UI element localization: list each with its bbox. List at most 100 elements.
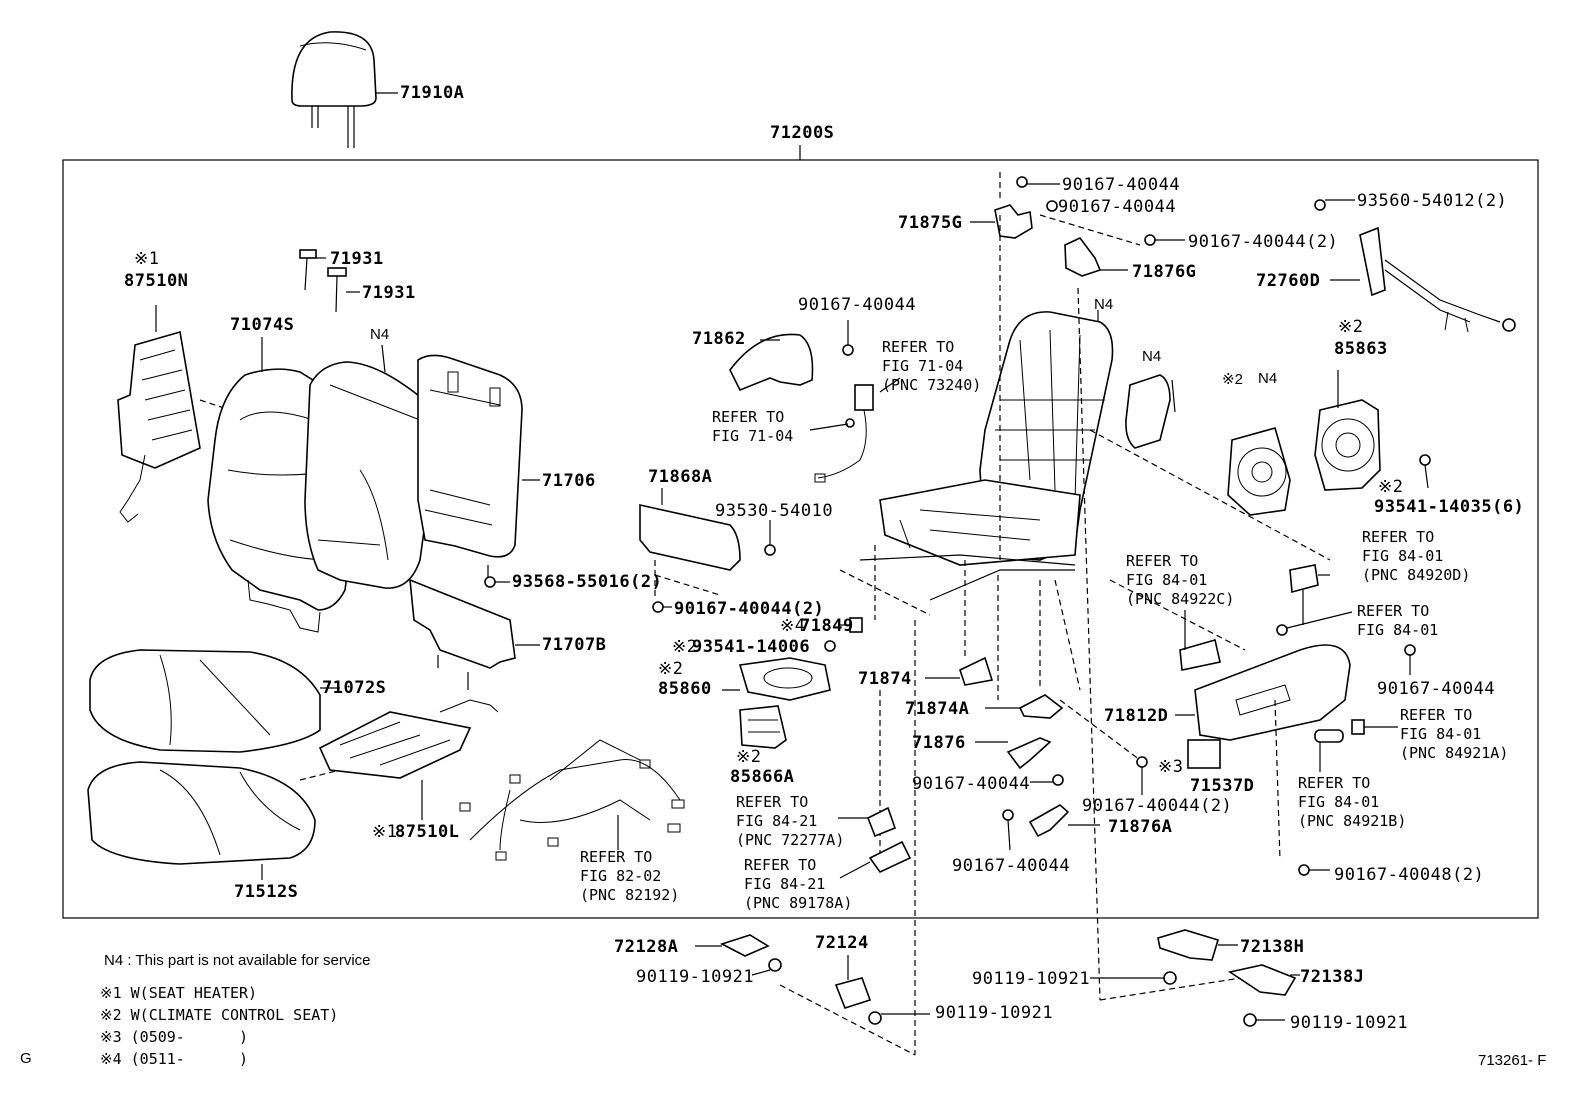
cover-72138J-part	[1227, 964, 1300, 996]
label-87510L: 87510L	[395, 822, 460, 842]
label-71876A: 71876A	[1108, 817, 1173, 837]
legend-note-3: ※3 (0509- )	[100, 1028, 249, 1046]
bolt-84-01-part	[1276, 624, 1288, 636]
ref-84920D: REFER TO FIG 84-01 (PNC 84920D)	[1362, 528, 1471, 584]
connector-89178A-part	[839, 840, 912, 879]
ref-72277A: REFER TO FIG 84-21 (PNC 72277A)	[736, 793, 845, 849]
ref-84921A: REFER TO FIG 84-01 (PNC 84921A)	[1400, 706, 1509, 762]
switch-84921A-part	[1351, 719, 1398, 735]
label-bolt-72128A: 90119-10921	[636, 967, 755, 987]
seat-back-pad-part	[304, 344, 438, 589]
label-71876: 71876	[912, 733, 966, 753]
label-72124: 72124	[815, 933, 869, 953]
label-71537D: 71537D	[1190, 776, 1255, 796]
dash-top-bolts-2	[1039, 214, 1141, 246]
cushion-pad-part	[87, 761, 316, 880]
label-71874: 71874	[858, 669, 912, 689]
ref-84-01: REFER TO FIG 84-01	[1357, 602, 1439, 639]
legend-note-4: ※4 (0511- )	[100, 1050, 249, 1068]
back-board-part	[409, 565, 540, 690]
cover-72124-part	[834, 955, 930, 1025]
label-93560-54012: 93560-54012(2)	[1357, 191, 1508, 211]
label-71812D: 71812D	[1104, 706, 1169, 726]
switch-84920D-part	[1289, 564, 1330, 625]
dash-frame-right3	[1059, 699, 1141, 761]
label-bolt-top-2: 90167-40044	[1058, 197, 1177, 217]
cover-71876A-part	[1002, 804, 1100, 851]
label-bolt-72138J: 90119-10921	[1290, 1013, 1409, 1033]
dash-frame-bottom	[779, 984, 916, 1056]
label-85863: 85863	[1334, 339, 1388, 359]
label-bolt-71876: 90167-40044	[912, 774, 1031, 794]
bolt-top-1	[1016, 176, 1028, 188]
label-72128A: 72128A	[614, 937, 679, 957]
label-bolt-bottom-right: 90167-40048(2)	[1334, 865, 1485, 885]
figure-code: 713261- F	[1478, 1052, 1547, 1069]
label-71072S: 71072S	[322, 678, 387, 698]
ref-belt-upper: REFER TO FIG 71-04 (PNC 73240)	[882, 338, 982, 394]
shield-71812D-part	[1175, 644, 1351, 741]
label-71874A: 71874A	[905, 699, 970, 719]
cover-72138H-part	[1157, 929, 1238, 961]
cushion-cover-part	[89, 649, 340, 753]
blower-n4-part	[1227, 427, 1291, 516]
corner-letter: G	[20, 1050, 32, 1067]
label-85866A-mark: ※2	[736, 747, 762, 767]
legend-note-2: ※2 W(CLIMATE CONTROL SEAT)	[100, 1006, 339, 1024]
label-n4-fan: N4	[1258, 370, 1278, 387]
backrest-blower-part	[1125, 374, 1176, 449]
label-71849-mark: ※4	[780, 616, 806, 636]
label-71862: 71862	[692, 329, 746, 349]
switch-84922C-part	[1179, 610, 1221, 671]
bolt-center-part	[1136, 756, 1148, 768]
ref-84921B: REFER TO FIG 84-01 (PNC 84921B)	[1298, 774, 1407, 830]
label-87510N: 87510N	[124, 271, 189, 291]
dash-frame-long	[1077, 287, 1101, 1001]
ref-82192: REFER TO FIG 82-02 (PNC 82192)	[580, 848, 680, 904]
connector-72277A-part	[838, 806, 897, 838]
label-72138H: 72138H	[1240, 937, 1305, 957]
blower-85863-part	[1314, 370, 1431, 491]
label-bolt-71876A: 90167-40044	[952, 856, 1071, 876]
heater-cushion-part	[318, 699, 499, 820]
label-n4-back: N4	[370, 326, 390, 343]
pad-71537D-part	[1187, 739, 1221, 769]
label-bolt-72124: 90119-10921	[935, 1003, 1054, 1023]
switch-84921B-part	[1314, 729, 1344, 772]
label-bolt-71862: 90167-40044	[798, 295, 917, 315]
bolt-right-part	[1404, 644, 1416, 656]
label-71875G: 71875G	[898, 213, 963, 233]
blower-duct-part	[1314, 199, 1516, 333]
cover-71862-part	[729, 320, 854, 392]
legend-note-1: ※1 W(SEAT HEATER)	[100, 984, 258, 1002]
adjuster-cover-upper-part	[970, 204, 1033, 239]
adjuster-cover-side-part	[1064, 237, 1128, 277]
label-87510N-mark: ※1	[134, 249, 160, 269]
label-85863-mark: ※2	[1338, 317, 1364, 337]
cover-71874A-part	[985, 694, 1064, 719]
label-bolt-71868A: 90167-40044(2)	[674, 599, 825, 619]
label-71200S: 71200S	[770, 123, 835, 143]
shield-71868A-part	[639, 488, 776, 613]
ref-84922C: REFER TO FIG 84-01 (PNC 84922C)	[1126, 552, 1235, 608]
headrest-support-parts	[299, 249, 360, 313]
dash-frame-left	[839, 569, 931, 616]
clip-71849-part	[840, 617, 863, 633]
legend-n4: N4 : This part is not available for serv…	[104, 952, 371, 969]
label-93541-14035-mark: ※2	[1378, 477, 1404, 497]
leader-heater-cushion-dashed	[299, 769, 341, 781]
label-85860-mark: ※2	[658, 659, 684, 679]
label-85866A: 85866A	[730, 767, 795, 787]
label-71706: 71706	[542, 471, 596, 491]
label-71931-a: 71931	[330, 249, 384, 269]
seat-frame-part	[859, 310, 1114, 601]
label-71512S: 71512S	[234, 882, 299, 902]
label-71849: 71849	[800, 616, 854, 636]
label-bolt-right: 90167-40044	[1377, 679, 1496, 699]
label-71707B: 71707B	[542, 635, 607, 655]
bolt-72138J-part	[1243, 1013, 1257, 1027]
label-72138J: 72138J	[1300, 967, 1365, 987]
label-bolt-center: 90167-40044(2)	[1082, 796, 1233, 816]
label-71910A: 71910A	[400, 83, 465, 103]
